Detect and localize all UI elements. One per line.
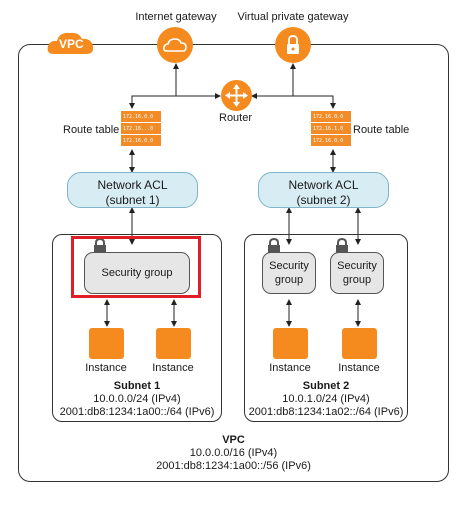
instance-2 — [156, 328, 191, 359]
security-group-subnet-1: Security group — [84, 252, 190, 294]
route-table-2-label: Route table — [353, 124, 410, 136]
instance-3-label: Instance — [269, 362, 311, 374]
route-table-1-row: 172.16.0.0 — [123, 114, 154, 120]
route-table-2-row: 172.16.0.0 — [313, 114, 344, 120]
lock-icon — [94, 238, 106, 253]
subnet-2-ipv4: 10.0.1.0/24 (IPv4) — [282, 393, 370, 405]
route-table-2-row: 172.16.0.0 — [313, 138, 344, 144]
network-acl-1-title: Network ACL — [97, 178, 168, 192]
security-group-1-label: Security group — [101, 267, 173, 279]
router-arrows-icon — [225, 84, 248, 107]
security-group-a-subnet-2: Security group — [262, 252, 316, 294]
virtual-private-gateway-label: Virtual private gateway — [237, 11, 349, 23]
subnet-2-title: Subnet 2 — [302, 380, 350, 392]
route-table-1-label: Route table — [63, 124, 120, 136]
instance-1 — [89, 328, 124, 359]
network-acl-2-title: Network ACL — [288, 178, 359, 192]
network-acl-subnet-1: Network ACL (subnet 1) — [67, 172, 198, 208]
security-group-b-line2: group — [342, 274, 372, 286]
route-table-1: 172.16.0.0 172.16...0 172.16.0.0 — [121, 111, 161, 146]
router-rt2-link — [252, 95, 336, 109]
subnet-2-ipv6: 2001:db8:1234:1a02::/64 (IPv6) — [248, 406, 404, 418]
instance-1-label: Instance — [85, 362, 127, 374]
subnet-1-title: Subnet 1 — [113, 380, 161, 392]
router-label: Router — [219, 112, 253, 124]
virtual-private-gateway — [275, 27, 311, 63]
subnet-1-ipv6: 2001:db8:1234:1a00::/64 (IPv6) — [59, 406, 215, 418]
lock-icon — [336, 238, 348, 253]
internet-gateway — [157, 27, 193, 63]
route-table-1-row: 172.16.0.0 — [123, 138, 154, 144]
vpc-boundary — [18, 44, 449, 482]
network-acl-2-subtitle: (subnet 2) — [296, 193, 351, 207]
security-group-b-subnet-2: Security group — [330, 252, 384, 294]
vpc-badge: VPC — [46, 30, 96, 56]
network-acl-subnet-2: Network ACL (subnet 2) — [258, 172, 389, 208]
vpc-badge-label: VPC — [59, 37, 84, 51]
subnet-1 — [52, 234, 222, 422]
router — [221, 80, 252, 111]
security-group-b-line1: Security — [337, 260, 377, 272]
cloud-icon — [47, 32, 94, 54]
route-table-1-row: 172.16...0 — [123, 126, 154, 132]
subnet-1-ipv4: 10.0.0.0/24 (IPv4) — [93, 393, 181, 405]
cloud-icon — [163, 38, 187, 52]
lock-icon — [268, 238, 280, 253]
instance-2-label: Instance — [152, 362, 194, 374]
network-acl-1-subtitle: (subnet 1) — [105, 193, 160, 207]
instance-3 — [273, 328, 308, 359]
vpc-ipv6: 2001:db8:1234:1a00::/56 (IPv6) — [156, 460, 311, 472]
selection-highlight — [71, 236, 201, 298]
lock-icon — [287, 35, 299, 54]
vpc-title: VPC — [222, 434, 245, 446]
internet-gateway-label: Internet gateway — [135, 11, 217, 23]
subnet-2 — [244, 234, 408, 422]
router-rt1-link — [129, 95, 220, 109]
route-table-2: 172.16.0.0 172.16.1.0 172.16.0.0 — [311, 111, 351, 146]
instance-4 — [342, 328, 377, 359]
route-table-2-row: 172.16.1.0 — [313, 126, 344, 132]
security-group-a-line1: Security — [269, 260, 309, 272]
instance-4-label: Instance — [338, 362, 380, 374]
vpc-ipv4: 10.0.0.0/16 (IPv4) — [189, 447, 278, 459]
security-group-a-line2: group — [274, 274, 304, 286]
